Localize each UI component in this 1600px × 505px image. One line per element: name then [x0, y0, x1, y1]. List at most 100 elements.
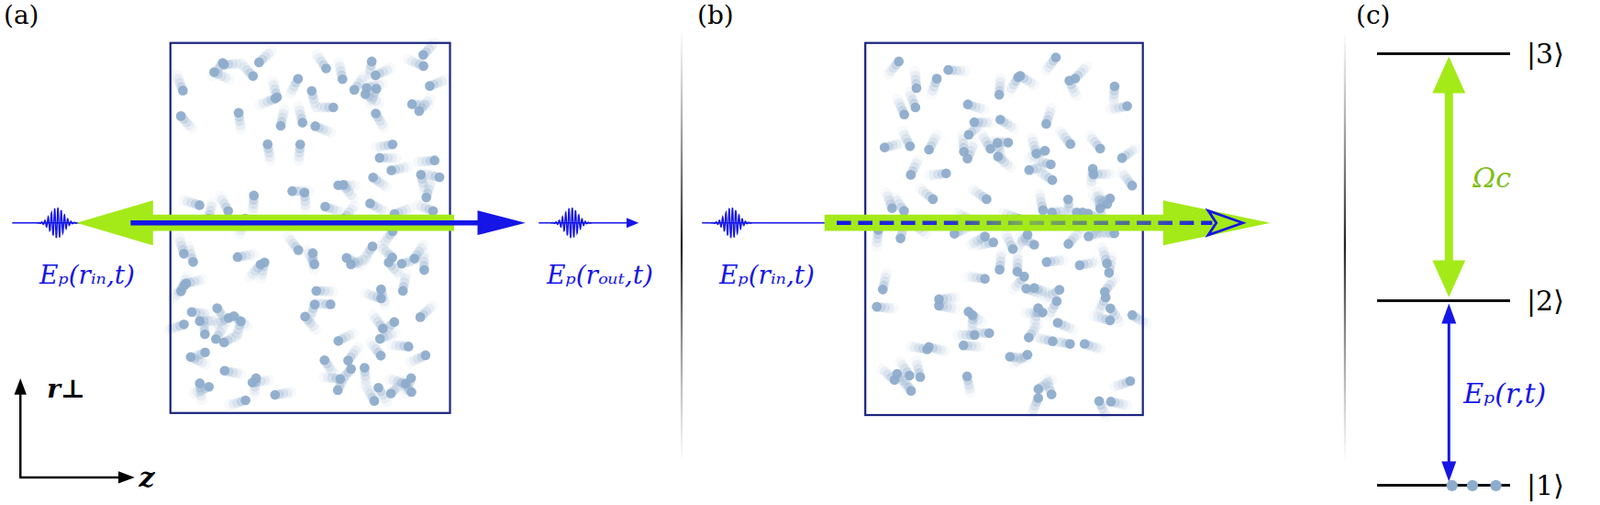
atom — [1083, 231, 1094, 242]
atom — [1023, 165, 1034, 176]
arrow-shaft — [1447, 322, 1451, 464]
atom — [1105, 302, 1116, 313]
atom — [388, 139, 399, 150]
atom — [311, 285, 322, 296]
atom — [904, 370, 915, 381]
atom — [415, 311, 426, 323]
atom — [910, 102, 921, 113]
atom — [958, 340, 969, 351]
atom — [359, 362, 370, 373]
atom — [995, 114, 1006, 125]
atom — [187, 306, 198, 317]
atom — [295, 139, 306, 150]
atom — [906, 385, 917, 396]
atom — [1064, 75, 1075, 86]
atom — [1051, 52, 1062, 63]
atom — [933, 300, 945, 312]
atom — [333, 335, 344, 346]
atom — [899, 109, 910, 120]
atom — [186, 351, 197, 362]
atom — [341, 253, 352, 264]
atom — [1075, 260, 1086, 271]
arrow-shaft — [1444, 91, 1454, 263]
transition-label: Eₚ(r,t) — [1463, 377, 1546, 408]
atom — [1033, 383, 1045, 394]
atom — [421, 192, 432, 203]
atom — [178, 319, 189, 330]
atom — [419, 265, 430, 276]
atom — [247, 70, 258, 81]
atom — [1015, 70, 1026, 81]
atom — [984, 327, 995, 338]
transition-arrow — [1432, 56, 1466, 298]
atom — [1046, 388, 1057, 400]
atom — [345, 364, 356, 375]
atom — [1110, 81, 1121, 92]
atom — [1003, 137, 1014, 148]
energy-level: |1⟩ — [1377, 483, 1511, 487]
wave-packet — [551, 207, 592, 238]
atom — [962, 371, 973, 382]
atom — [321, 63, 332, 74]
atom — [233, 252, 244, 263]
atom — [397, 258, 408, 269]
atom — [367, 241, 378, 252]
atom — [370, 70, 381, 81]
atom — [337, 74, 348, 85]
atom — [1122, 100, 1133, 112]
atom — [958, 146, 969, 157]
atom — [1065, 338, 1076, 349]
atom — [365, 198, 376, 209]
atom — [209, 66, 220, 78]
atom — [287, 186, 298, 197]
atom — [1012, 266, 1023, 277]
atom — [893, 56, 904, 67]
transition-arrow — [1441, 303, 1456, 482]
atom — [1101, 258, 1112, 269]
atom — [1041, 119, 1052, 130]
probe-arrow-dashed — [836, 220, 1212, 224]
axis-arrowhead — [14, 377, 27, 395]
atom — [1105, 193, 1116, 204]
atom — [941, 167, 952, 178]
atom — [306, 86, 317, 97]
probe-arrowhead-open — [1208, 210, 1244, 235]
atom — [403, 341, 414, 352]
wave-packet — [711, 207, 752, 238]
atom — [361, 82, 372, 93]
atom — [240, 395, 251, 406]
atom — [414, 106, 425, 117]
atom — [248, 190, 259, 201]
atom — [418, 61, 429, 72]
atom — [194, 377, 205, 389]
atom — [915, 371, 926, 382]
atom — [269, 389, 280, 400]
atom — [178, 248, 189, 259]
atom — [375, 333, 386, 345]
atom — [994, 89, 1005, 100]
atom — [988, 237, 999, 248]
ground-state-atom — [1489, 479, 1501, 491]
atom — [963, 99, 974, 110]
atom — [420, 350, 431, 361]
atom — [376, 350, 387, 361]
atom — [424, 80, 435, 91]
atom — [293, 244, 304, 256]
atom — [993, 151, 1004, 162]
atom — [1095, 143, 1106, 154]
atom — [1127, 180, 1138, 191]
atom — [895, 233, 906, 244]
atom — [985, 144, 996, 155]
atom — [1040, 145, 1051, 156]
atom — [1100, 286, 1111, 297]
beam-line — [701, 222, 829, 223]
axis-arrowhead — [118, 470, 135, 483]
atom — [211, 333, 222, 345]
probe-arrow — [130, 220, 482, 226]
atom — [308, 247, 319, 258]
atom — [254, 57, 265, 68]
